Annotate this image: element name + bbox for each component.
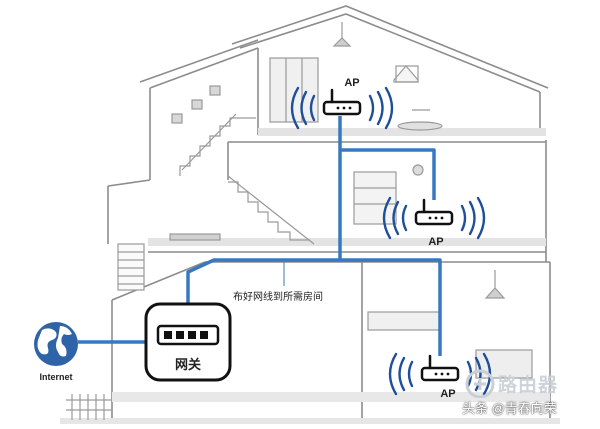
staircase-upper xyxy=(179,113,256,176)
ap-middle xyxy=(382,196,486,240)
internet-label: Internet xyxy=(39,372,72,382)
wifi-waves-left-icon xyxy=(388,352,414,396)
router-logo-icon xyxy=(465,369,495,398)
wardrobe xyxy=(269,57,319,123)
picture-frame xyxy=(393,65,419,83)
second-floor xyxy=(148,238,546,246)
ap-bottom-label: AP xyxy=(440,388,455,400)
ap-middle-label: AP xyxy=(428,236,443,248)
network-cables xyxy=(78,116,442,356)
furniture xyxy=(66,22,533,420)
ceiling-lamp-ground xyxy=(484,287,506,299)
ground-floor xyxy=(112,392,550,402)
watermark-caption: 头条 @青春向荣 xyxy=(462,401,557,416)
router-icon xyxy=(420,354,460,382)
cable-to-ap-bottom xyxy=(340,258,442,356)
fence xyxy=(66,394,112,420)
cable-to-ap-middle xyxy=(340,148,436,200)
ap-top-label: AP xyxy=(344,77,359,89)
wifi-waves-left-icon xyxy=(290,86,316,130)
router-icon xyxy=(414,198,454,226)
router-icon xyxy=(322,88,362,116)
wifi-waves-right-icon xyxy=(460,196,486,240)
watermark-brand: 路由器 xyxy=(498,375,559,396)
wifi-waves-right-icon xyxy=(368,86,394,130)
wifi-waves-left-icon xyxy=(382,196,408,240)
ap-top xyxy=(290,86,394,130)
round-table xyxy=(397,121,443,131)
sofa xyxy=(169,233,221,241)
cable-main xyxy=(186,116,342,310)
gateway-device xyxy=(144,302,232,382)
ceiling-lamp-attic xyxy=(332,37,352,47)
kitchen-shelf xyxy=(367,311,441,331)
globe-icon xyxy=(34,322,78,366)
staircase-ladder xyxy=(117,243,145,291)
ground xyxy=(60,418,560,424)
wall-clock xyxy=(412,164,424,176)
gateway-label: 网关 xyxy=(175,357,201,372)
staircase-lower xyxy=(227,175,315,245)
cable-caption: 布好网线到所需房间 xyxy=(233,290,323,303)
attic-floor xyxy=(258,128,546,136)
watermark: 路由器 头条 @青春向荣 xyxy=(462,368,590,418)
